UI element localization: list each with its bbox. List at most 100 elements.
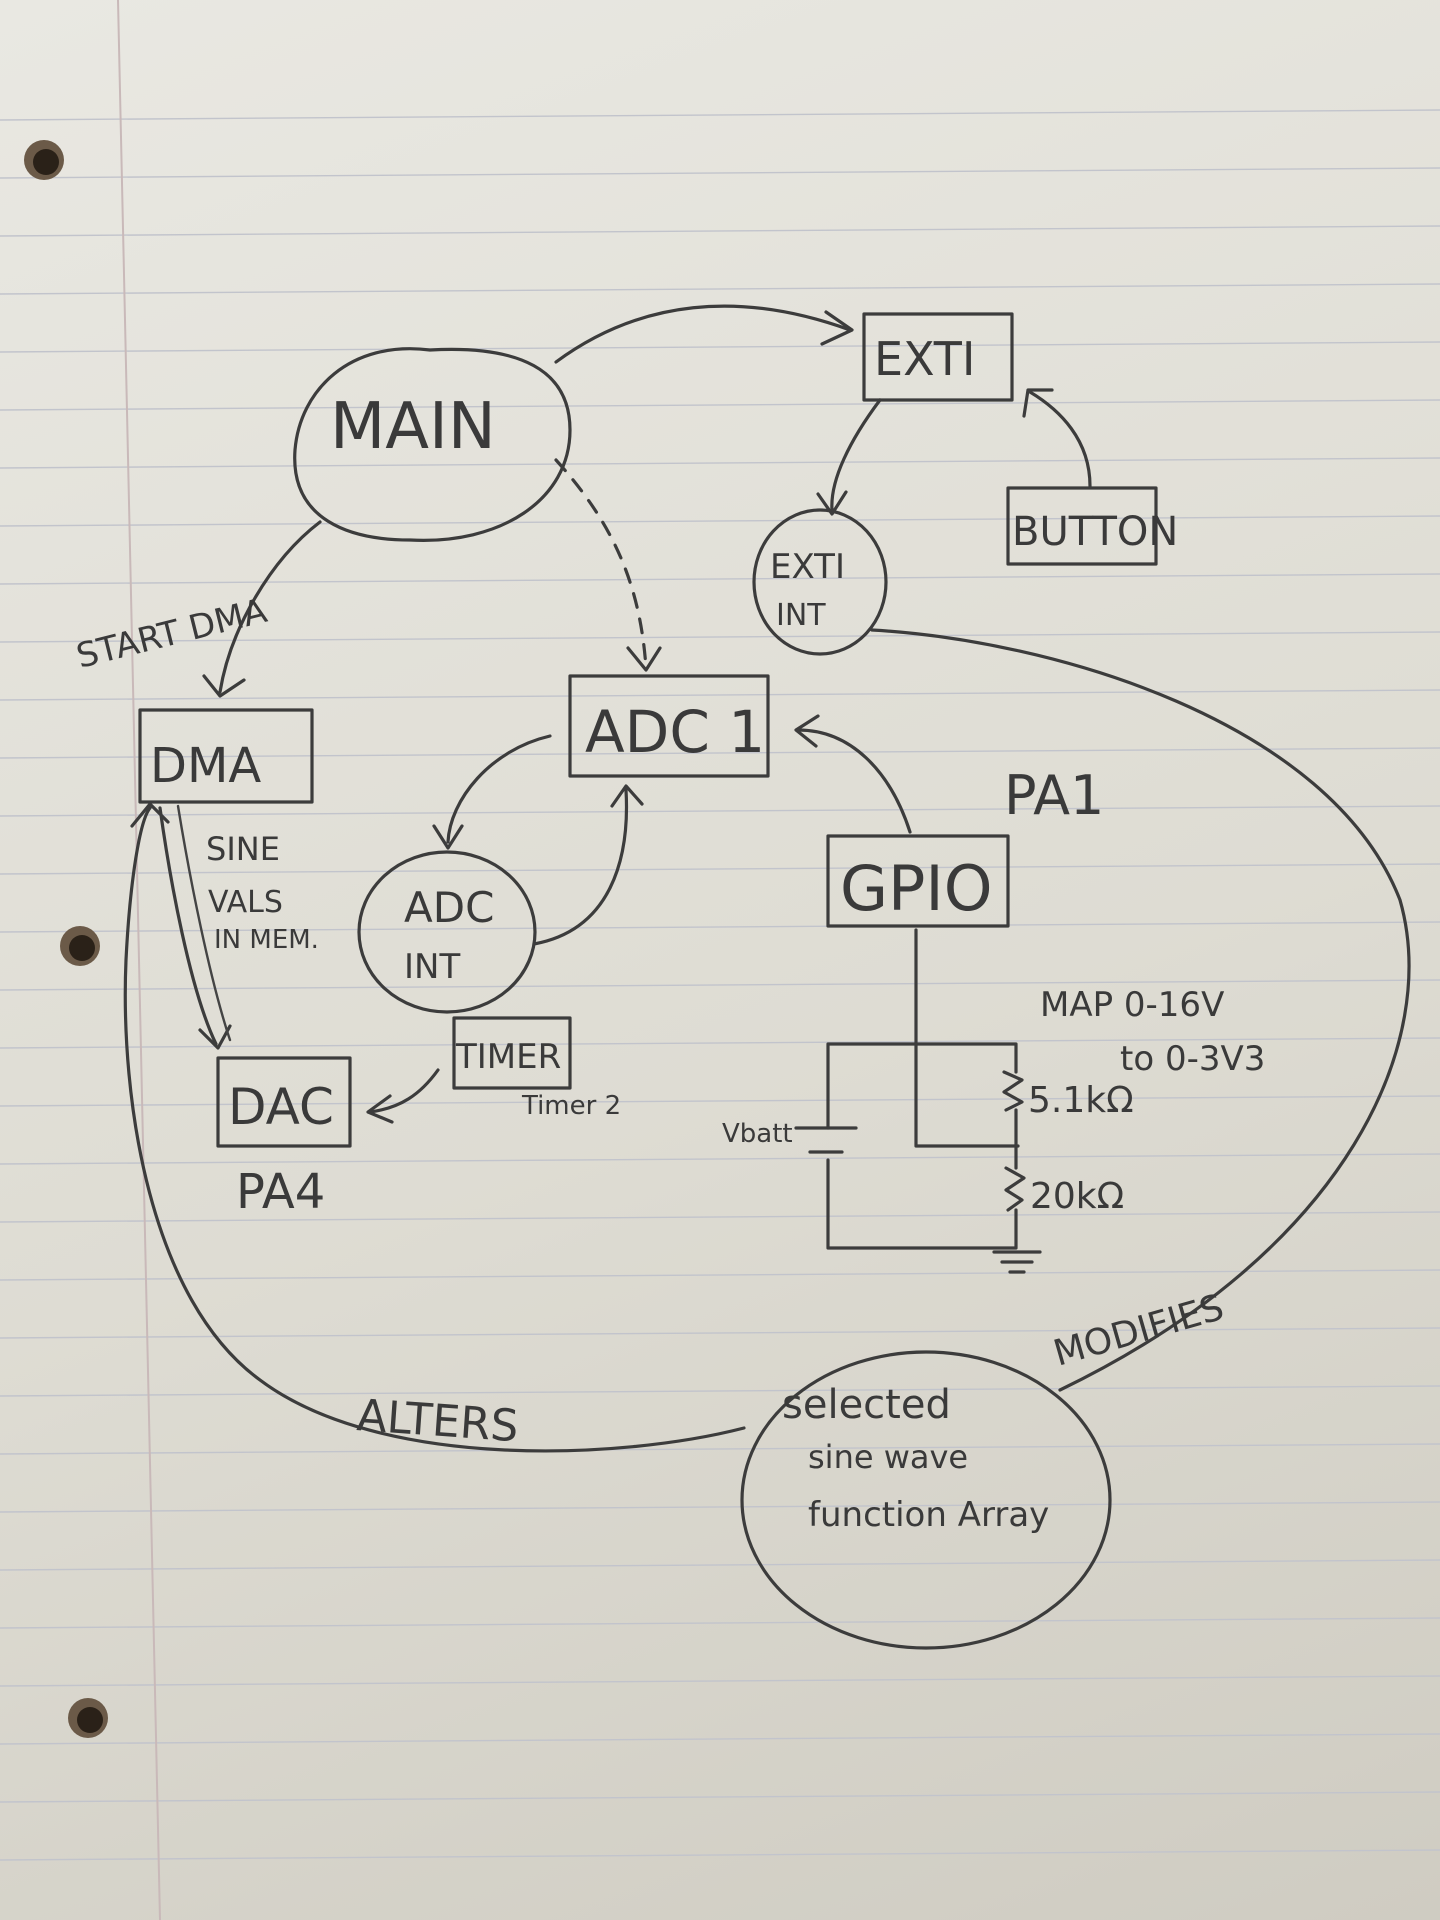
arrowhead-exti (820, 310, 854, 346)
exti-int-label-1: EXTI (770, 547, 845, 587)
arrow-extiint-modifies-array (870, 628, 1411, 1392)
button-node: BUTTON (1006, 486, 1178, 566)
pa1-label: PA1 (1004, 764, 1104, 827)
ruled-line (0, 1617, 1440, 1629)
margin-line (117, 0, 161, 1920)
arrow-timer-to-dac (368, 1068, 440, 1114)
arrowhead-button-exti (1022, 388, 1054, 418)
resistor-2-label: 20kΩ (1030, 1176, 1124, 1217)
ruled-line (0, 1327, 1440, 1339)
dma-node: DMA (138, 708, 314, 804)
ruled-line (0, 1443, 1440, 1455)
wire-bottom (826, 1158, 1018, 1250)
resistor-1 (1002, 1070, 1024, 1112)
sine-vals-label-1: SINE (206, 830, 280, 868)
ruled-line (0, 573, 1440, 585)
arrowhead-adcint (432, 824, 464, 850)
ruled-line (0, 283, 1440, 295)
arrowhead-dac (198, 1024, 232, 1050)
adc-int-label-1: ADC (404, 883, 494, 932)
ruled-line (0, 979, 1440, 991)
start-dma-label: START DMA (73, 591, 271, 677)
ruled-line (0, 167, 1440, 179)
dac-label: DAC (228, 1078, 334, 1136)
arrow-exti-to-extiint (830, 398, 882, 512)
map-label-1: MAP 0-16V (1040, 985, 1224, 1025)
ruled-line (0, 689, 1440, 701)
ruled-line (0, 109, 1440, 121)
wire-gpio (914, 928, 1020, 1148)
ruled-line (0, 1849, 1440, 1861)
ruled-line (0, 225, 1440, 237)
ruled-line (0, 1211, 1440, 1223)
arrow-main-to-dma (218, 520, 322, 694)
ruled-line (0, 1733, 1440, 1745)
arrow-adc1-to-adcint (446, 734, 552, 844)
dac-node: DAC (216, 1056, 352, 1148)
exti-node: EXTI (862, 312, 1014, 402)
arrow-button-to-exti (1028, 390, 1092, 488)
ruled-line (0, 1095, 1440, 1107)
arrow-dac-to-dma (176, 804, 232, 1042)
ruled-line (0, 921, 1440, 933)
map-label-2: to 0-3V3 (1120, 1039, 1265, 1079)
battery-symbol (794, 1126, 858, 1154)
arrowhead-extiint (816, 490, 848, 516)
sine-vals-label-3: IN MEM. (214, 925, 319, 955)
gpio-node: GPIO (826, 834, 1010, 928)
resistor-2 (1004, 1166, 1026, 1212)
modifies-label: MODIFIES (1049, 1287, 1228, 1375)
arrowhead-adc1-b (610, 784, 644, 808)
ruled-line (0, 1385, 1440, 1397)
ruled-line (0, 1037, 1440, 1049)
ruled-line (0, 341, 1440, 353)
vbatt-label: Vbatt (722, 1119, 793, 1149)
resistor-1-label: 5.1kΩ (1028, 1080, 1134, 1121)
ruled-line (0, 1153, 1440, 1165)
exti-int-node: EXTI INT (752, 508, 888, 656)
ruled-lines (0, 109, 1440, 1861)
ruled-line (0, 1269, 1440, 1281)
exti-label: EXTI (874, 332, 975, 386)
adc1-node: ADC 1 (568, 674, 770, 778)
timer-node: TIMER (452, 1016, 572, 1090)
binder-holes (24, 140, 108, 1738)
arrowhead-dma (202, 674, 246, 698)
array-label-3: function Array (808, 1495, 1049, 1535)
array-label-2: sine wave (808, 1438, 968, 1476)
ruled-line (0, 515, 1440, 527)
sine-vals-label-2: VALS (208, 885, 283, 920)
wire-top (826, 1042, 1018, 1130)
gpio-label: GPIO (840, 852, 993, 925)
connectors (123, 304, 1411, 1453)
main-label: MAIN (330, 390, 496, 464)
ruled-line (0, 1501, 1440, 1513)
arrow-array-alters-dma (123, 806, 746, 1453)
ruled-line (0, 747, 1440, 759)
ground-symbol (992, 1250, 1042, 1274)
timer-label: TIMER (455, 1037, 561, 1077)
ruled-line (0, 399, 1440, 411)
arrowhead-dac-b (366, 1094, 394, 1124)
dma-label: DMA (150, 738, 261, 794)
ruled-line (0, 457, 1440, 469)
timer2-label: Timer 2 (521, 1091, 621, 1121)
sine-array-node: selected sine wave function Array (740, 1350, 1112, 1650)
arrow-dma-to-dac (158, 806, 218, 1046)
adc-int-label-2: INT (404, 947, 460, 987)
arrow-adcint-to-adc1 (532, 788, 629, 946)
ruled-line (0, 805, 1440, 817)
arrow-gpio-to-adc1 (796, 728, 912, 834)
ruled-line (0, 1675, 1440, 1687)
arrowhead-adc1-c (794, 714, 820, 748)
arrow-main-to-exti (554, 304, 852, 364)
arrowhead-dma-b (130, 802, 170, 828)
array-label-1: selected (782, 1382, 951, 1428)
ruled-line (0, 1559, 1440, 1571)
ruled-line (0, 631, 1440, 643)
exti-int-label-2: INT (776, 598, 826, 633)
voltage-divider-circuit (794, 928, 1042, 1274)
pa4-label: PA4 (236, 1164, 325, 1220)
